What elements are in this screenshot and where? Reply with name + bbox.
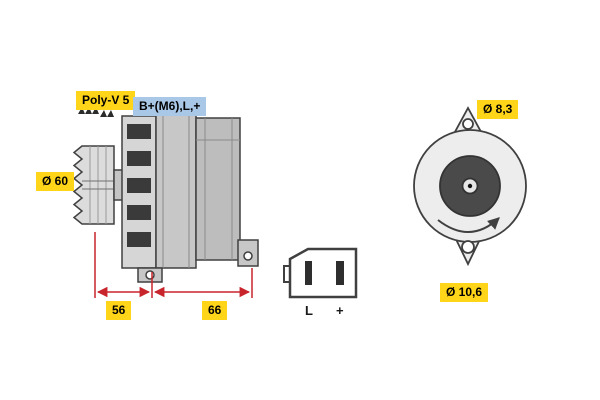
label-belt-type: Poly-V 5 bbox=[76, 91, 136, 110]
label-dimension-66: 66 bbox=[202, 301, 228, 320]
dimension-lines bbox=[94, 232, 253, 298]
connector-pin-slot-plus bbox=[336, 261, 344, 285]
connector-plug bbox=[283, 247, 358, 299]
alternator-end-view bbox=[413, 106, 527, 267]
label-dimension-56: 56 bbox=[106, 301, 132, 320]
label-hole-top-diameter: Ø 8,3 bbox=[477, 100, 519, 119]
belt-profile-icon bbox=[78, 107, 114, 117]
hole-bottom bbox=[461, 240, 475, 254]
shaft-center-dot bbox=[467, 183, 473, 189]
front-mounting-lug bbox=[137, 267, 163, 283]
label-pulley-diameter: Ø 60 bbox=[36, 172, 75, 191]
connector-pin-label-plus: + bbox=[336, 303, 344, 318]
alternator-side-view bbox=[72, 100, 259, 283]
pulley bbox=[72, 145, 115, 225]
rear-mounting-foot bbox=[237, 239, 259, 267]
stator-body bbox=[155, 109, 197, 269]
label-hole-bottom-diameter: Ø 10,6 bbox=[440, 283, 489, 302]
connector-pin-label-L: L bbox=[305, 303, 313, 318]
connector-pin-slot-L bbox=[305, 261, 312, 285]
connector-outline bbox=[288, 247, 358, 299]
front-housing-fins bbox=[121, 115, 157, 269]
label-terminals: B+(M6),L,+ bbox=[133, 97, 207, 116]
hole-top bbox=[462, 118, 474, 130]
rear-housing bbox=[195, 117, 241, 261]
rotation-direction-arrow-icon bbox=[437, 217, 500, 233]
